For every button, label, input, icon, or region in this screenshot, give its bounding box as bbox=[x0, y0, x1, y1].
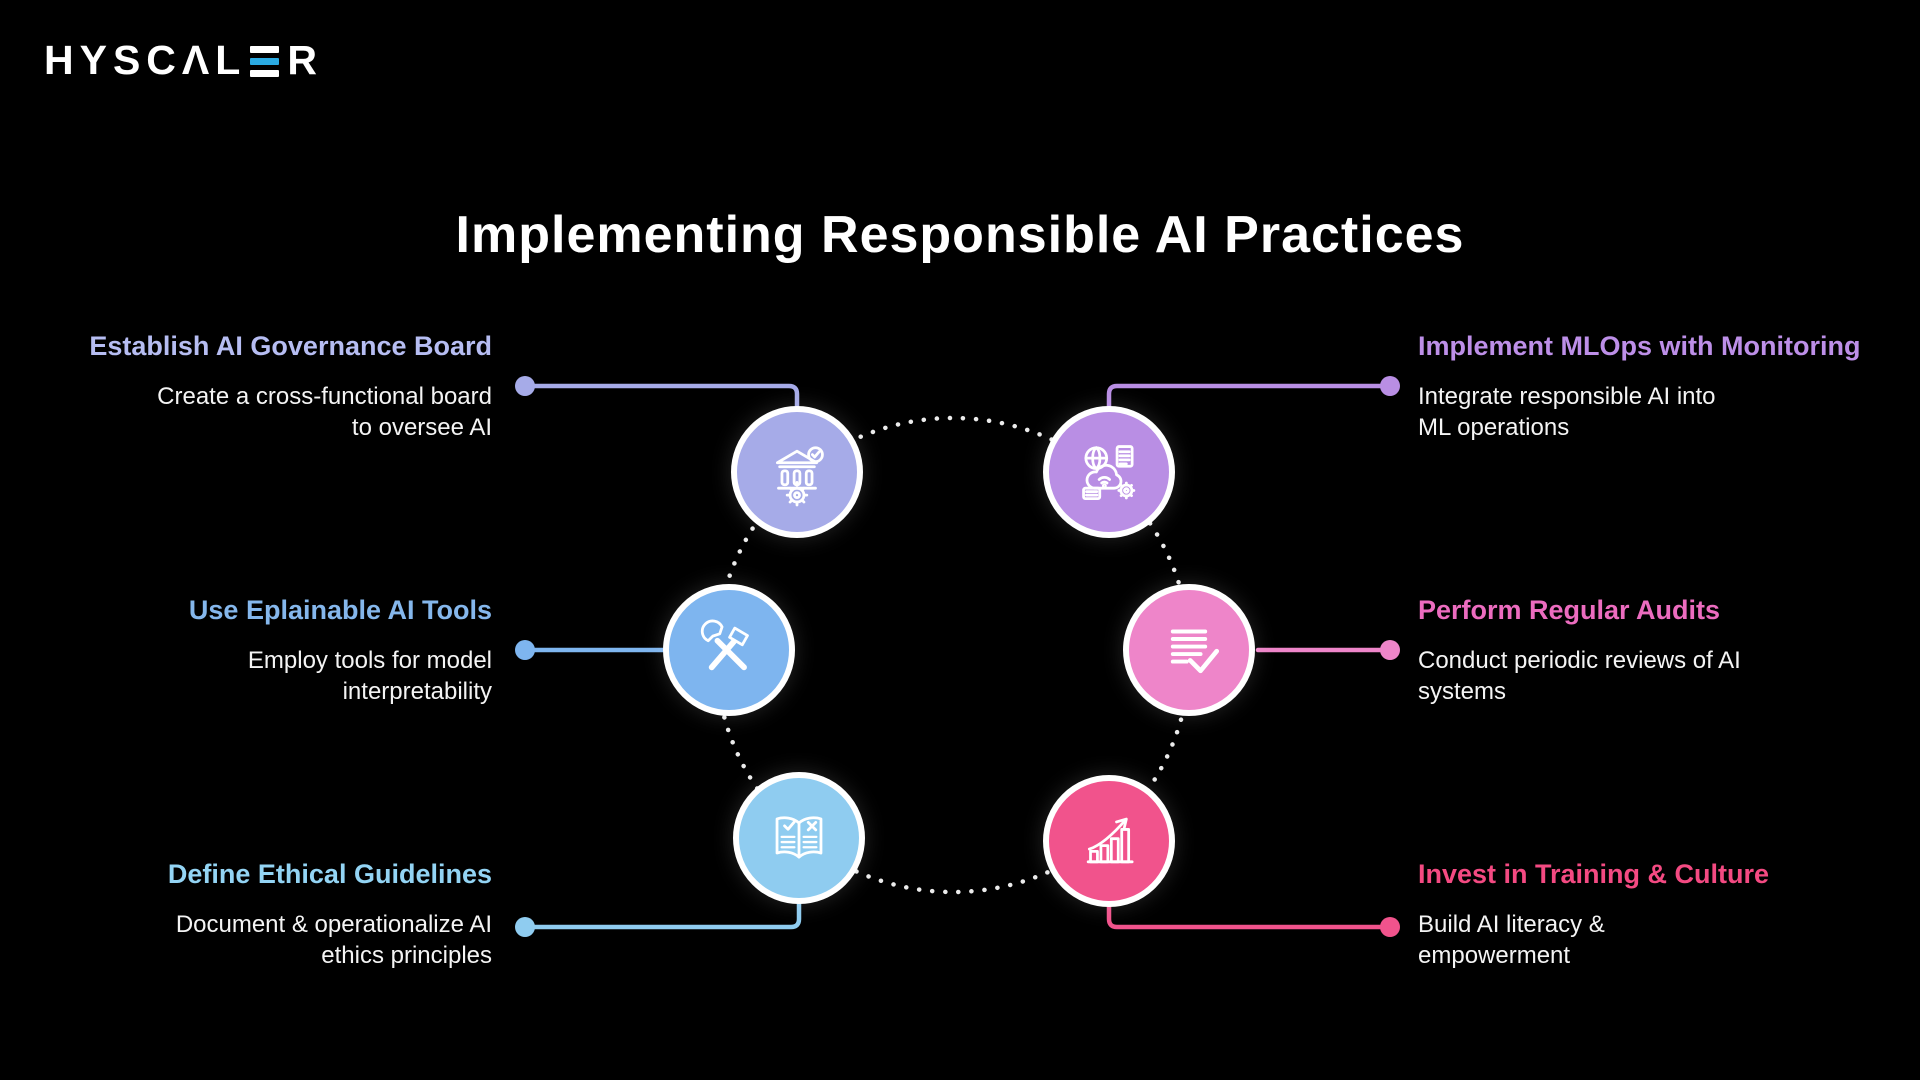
step-title: Use Eplainable AI Tools bbox=[188, 595, 492, 625]
mlops-cloud-icon bbox=[1082, 445, 1136, 500]
dot-audits bbox=[1380, 640, 1400, 660]
step-title: Invest in Training & Culture bbox=[1418, 859, 1770, 889]
dot-explainable-tools bbox=[515, 640, 535, 660]
step-description: Document & operationalize AI ethics prin… bbox=[175, 911, 492, 969]
dot-ethical-guidelines bbox=[515, 917, 535, 937]
node-audits bbox=[1123, 584, 1255, 716]
step-description: Build AI literacy & empowerment bbox=[1418, 911, 1605, 969]
logo-text-right: R bbox=[287, 37, 323, 83]
logo-accent-bar bbox=[250, 57, 280, 65]
connector-mlops bbox=[1106, 383, 1393, 413]
ethics-book-icon bbox=[775, 816, 823, 859]
step-governance: Establish AI Governance Board Create a c… bbox=[0, 330, 492, 443]
dot-mlops bbox=[1380, 376, 1400, 396]
node-explainable-tools bbox=[663, 584, 795, 716]
dot-governance bbox=[515, 376, 535, 396]
logo-stylized-e-icon bbox=[250, 45, 280, 77]
step-title: Define Ethical Guidelines bbox=[167, 859, 492, 889]
node-training-culture bbox=[1043, 775, 1175, 907]
dot-training-culture bbox=[1380, 917, 1400, 937]
node-ethical-guidelines bbox=[733, 772, 865, 904]
step-mlops: Implement MLOps with Monitoring Integrat… bbox=[1418, 330, 1918, 443]
connector-governance bbox=[522, 383, 800, 413]
step-title: Perform Regular Audits bbox=[1418, 595, 1721, 625]
step-description: Employ tools for model interpretability bbox=[247, 647, 492, 705]
node-governance bbox=[731, 406, 863, 538]
audit-checklist-icon bbox=[1170, 629, 1220, 674]
step-ethical-guidelines: Define Ethical Guidelines Document & ope… bbox=[0, 858, 492, 971]
connector-ethical-guidelines bbox=[522, 897, 802, 930]
step-title: Establish AI Governance Board bbox=[89, 331, 492, 361]
step-training-culture: Invest in Training & Culture Build AI li… bbox=[1418, 858, 1918, 971]
node-mlops bbox=[1043, 406, 1175, 538]
wrench-hammer-icon bbox=[700, 619, 749, 671]
step-description: Integrate responsible AI into ML operati… bbox=[1418, 383, 1716, 441]
step-description: Create a cross-functional board to overs… bbox=[157, 383, 492, 441]
bank-governance-icon bbox=[775, 446, 824, 507]
connector-training-culture bbox=[1106, 900, 1393, 930]
growth-chart-icon bbox=[1086, 817, 1134, 864]
hyscaler-logo: HYSCΛL R bbox=[44, 40, 323, 81]
step-title: Implement MLOps with Monitoring bbox=[1418, 331, 1861, 361]
step-audits: Perform Regular Audits Conduct periodic … bbox=[1418, 594, 1918, 707]
logo-text-left: HYSCΛL bbox=[44, 37, 247, 83]
step-explainable-tools: Use Eplainable AI Tools Employ tools for… bbox=[0, 594, 492, 707]
step-description: Conduct periodic reviews of AI systems bbox=[1418, 647, 1741, 705]
page-title: Implementing Responsible AI Practices bbox=[455, 205, 1465, 264]
